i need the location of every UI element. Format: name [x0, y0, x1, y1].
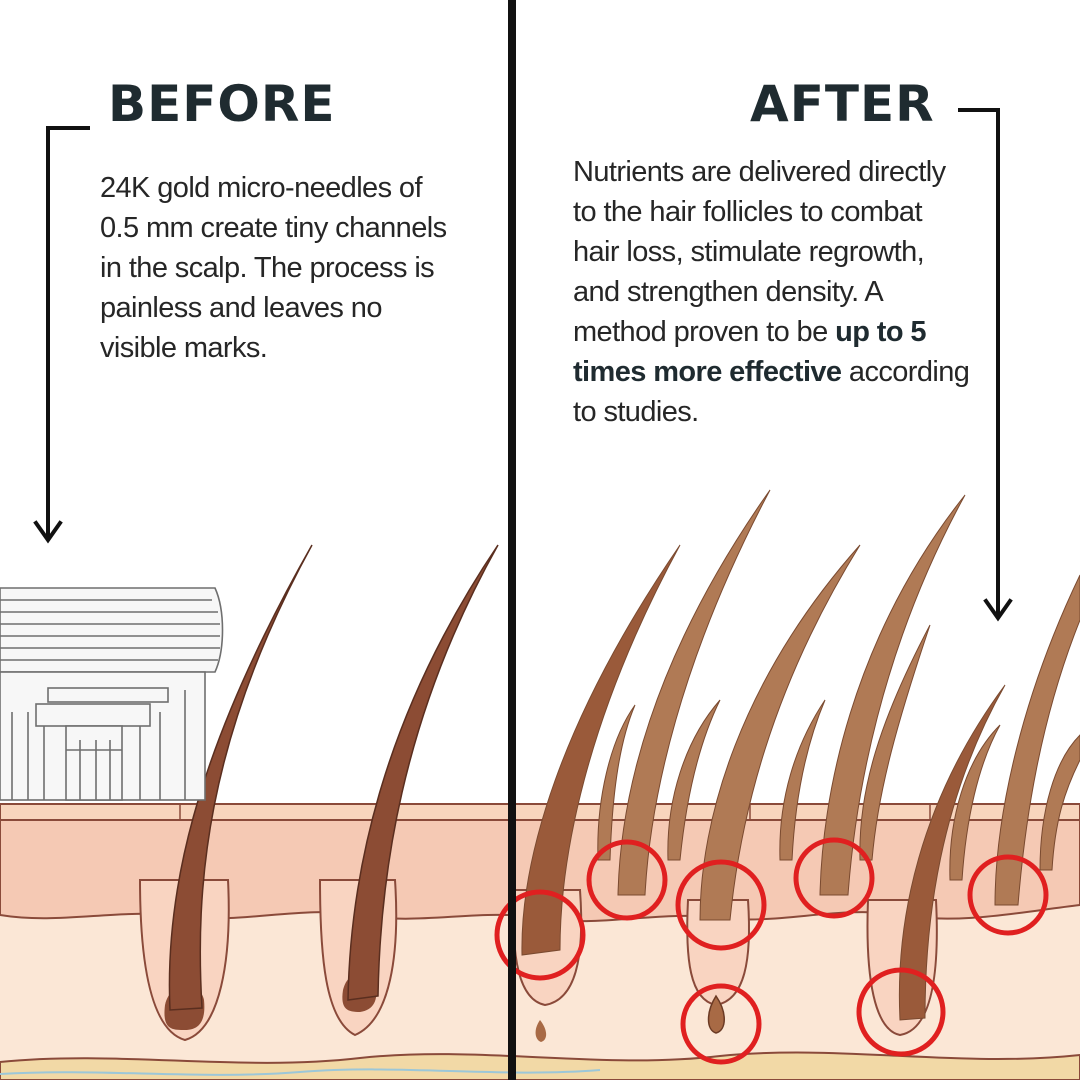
after-description: Nutrients are delivered directly to the …	[573, 152, 973, 432]
microneedle-roller-icon	[0, 587, 224, 801]
before-hair-strands	[168, 544, 499, 1011]
after-description-start: Nutrients are delivered directly to the …	[573, 156, 946, 348]
arrow-down-icon	[33, 126, 90, 544]
after-description-emphasis: up to 5 times more effective	[573, 316, 927, 388]
before-description: 24K gold micro-needles of 0.5 mm create …	[100, 172, 447, 364]
after-hair-strands	[521, 489, 1080, 1021]
after-description-end: according to studies.	[573, 356, 970, 428]
after-title: AFTER	[750, 75, 935, 133]
center-divider	[508, 0, 516, 1080]
arrow-down-icon	[958, 108, 1013, 622]
before-title: BEFORE	[108, 75, 336, 133]
highlight-circle-icon	[494, 837, 1049, 1065]
